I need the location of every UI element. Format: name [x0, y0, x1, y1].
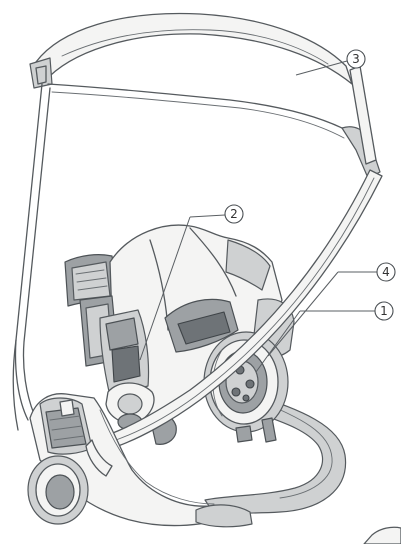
leader-line-4: [267, 271, 339, 357]
callout-1-circle: [374, 301, 394, 321]
callout-3-circle: [346, 49, 366, 69]
callout-2-circle: [224, 204, 244, 224]
callout-1-label: 1: [380, 304, 388, 318]
leader-line-1: [255, 310, 301, 373]
exhalation-valve: [99, 309, 177, 445]
callout-4-circle: [376, 262, 396, 282]
face-shield-visor: [14, 12, 383, 447]
callout-3-label: 3: [352, 52, 360, 66]
callout-4-label: 4: [382, 265, 390, 279]
callout-2-label: 2: [230, 207, 238, 221]
callout-3: 3: [346, 49, 366, 69]
callout-1: 1: [374, 301, 394, 321]
callout-2: 2: [224, 204, 244, 224]
leader-lines: [139, 60, 377, 373]
leader-line-3: [295, 60, 348, 76]
side-strap: [12, 339, 113, 477]
leader-line-2-h: [189, 214, 226, 218]
leader-line-2: [139, 216, 191, 361]
callout-4: 4: [376, 262, 396, 282]
